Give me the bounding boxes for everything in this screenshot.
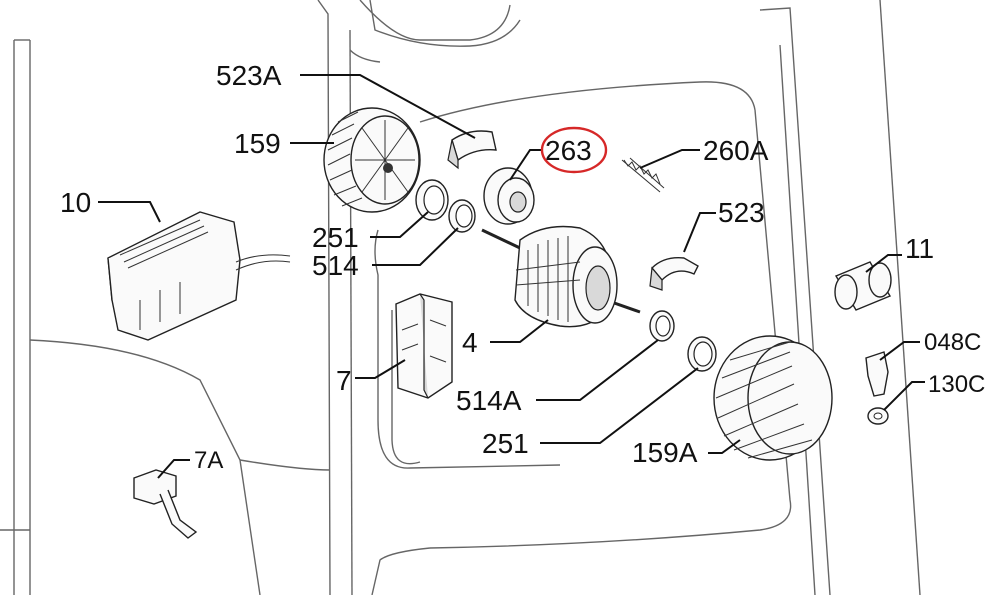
label-523A: 523A — [216, 60, 282, 91]
label-11: 11 — [905, 233, 934, 264]
label-7A: 7A — [194, 447, 223, 474]
part-4-motor — [481, 225, 641, 328]
part-048C-sensor — [865, 351, 889, 397]
part-7-switch — [395, 293, 453, 399]
label-4: 4 — [462, 327, 478, 358]
part-514-ring-upper — [448, 199, 476, 233]
part-10-control-module — [107, 211, 291, 341]
label-159: 159 — [234, 128, 281, 159]
label-130C: 130C — [928, 371, 985, 398]
label-251-lower: 251 — [482, 428, 529, 459]
part-263-pulley — [483, 167, 535, 225]
label-514A: 514A — [456, 385, 522, 416]
part-260A-spring — [621, 157, 665, 193]
label-251-upper: 251 — [312, 222, 359, 253]
leader-lines — [98, 74, 925, 479]
part-159A-blower-wheel — [713, 335, 833, 461]
part-159-impeller — [323, 107, 421, 213]
label-10: 10 — [60, 187, 91, 218]
part-7A-microswitch — [133, 469, 198, 539]
part-130C-grommet — [867, 407, 889, 425]
part-514A-ring — [649, 310, 675, 342]
label-159A: 159A — [632, 437, 698, 468]
part-251-ring-upper — [415, 179, 449, 221]
part-523A-bracket — [447, 130, 497, 170]
part-labels: 523A 159 263 260A 10 251 514 523 11 4 7 … — [60, 60, 985, 474]
highlight-circle-263 — [540, 126, 608, 174]
label-260A: 260A — [703, 135, 769, 166]
label-7: 7 — [336, 365, 352, 396]
label-263: 263 — [545, 135, 592, 166]
part-523-bracket — [649, 257, 699, 291]
label-523: 523 — [718, 197, 765, 228]
label-048C: 048C — [924, 329, 981, 356]
part-11-capacitor — [834, 261, 892, 311]
part-251-ring-lower — [687, 336, 717, 372]
label-514: 514 — [312, 250, 359, 281]
